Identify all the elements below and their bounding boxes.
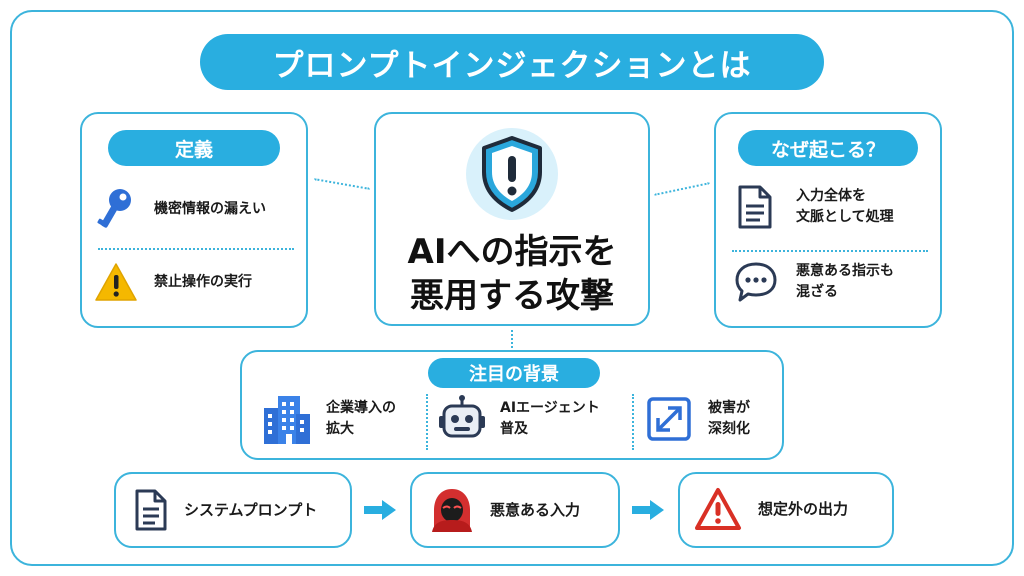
divider (632, 394, 634, 450)
why-item-line: 入力全体を (796, 188, 866, 204)
why-heading: なぜ起こる？ (738, 130, 918, 166)
background-item-line: 被害が (708, 400, 750, 416)
definition-item-label: 機密情報の漏えい (154, 200, 266, 217)
chat-bubble-icon (734, 260, 778, 304)
background-item-damage: 被害が 深刻化 (646, 396, 750, 442)
document-icon (134, 488, 168, 532)
building-icon (260, 392, 312, 446)
background-item-line: 普及 (500, 421, 528, 437)
arrow-right-icon (362, 498, 398, 522)
center-line-1: AIへの指示を (407, 232, 617, 272)
definition-card: 定義 機密情報の漏えい 禁止操作の実行 (80, 112, 308, 328)
why-item-line: 悪意ある指示も (796, 263, 894, 279)
flow-step-unexpected-output: 想定外の出力 (678, 472, 894, 548)
background-item-line: 拡大 (326, 421, 354, 437)
background-card: 注目の背景 企業導入の 拡大 (240, 350, 784, 460)
background-item-enterprise: 企業導入の 拡大 (260, 392, 396, 446)
key-icon (96, 186, 138, 232)
expand-icon (646, 396, 692, 442)
background-item-line: AIエージェント (500, 400, 600, 416)
background-item-line: 企業導入の (326, 400, 396, 416)
flow-step-label: システムプロンプト (184, 500, 318, 519)
warning-icon (94, 260, 138, 304)
definition-heading: 定義 (108, 130, 280, 166)
definition-item-forbidden: 禁止操作の実行 (94, 260, 252, 304)
why-card: なぜ起こる？ 入力全体を 文脈として処理 悪意 (714, 112, 942, 328)
page-title: プロンプトインジェクションとは (200, 34, 824, 90)
connector-bottom (511, 330, 513, 348)
why-item-context: 入力全体を 文脈として処理 (736, 184, 894, 230)
document-icon (736, 184, 774, 230)
center-line-2: 悪用する攻撃 (410, 276, 614, 316)
divider (98, 248, 294, 250)
flow-step-malicious-input: 悪意ある入力 (410, 472, 620, 548)
definition-item-leak: 機密情報の漏えい (96, 186, 266, 232)
definition-item-label: 禁止操作の実行 (154, 273, 252, 290)
background-item-agent: AIエージェント 普及 (438, 394, 600, 444)
divider (732, 250, 928, 252)
divider (426, 394, 428, 450)
warning-red-icon (694, 486, 742, 532)
center-card: AIへの指示を 悪用する攻撃 (374, 112, 650, 326)
shield-alert-icon (464, 126, 560, 222)
flow-step-label: 悪意ある入力 (490, 500, 581, 519)
arrow-right-icon (630, 498, 666, 522)
background-heading: 注目の背景 (428, 358, 600, 388)
robot-icon (438, 394, 486, 444)
hooded-attacker-icon (428, 486, 476, 534)
background-item-line: 深刻化 (708, 421, 750, 437)
why-item-mixed: 悪意ある指示も 混ざる (734, 260, 894, 304)
why-item-line: 文脈として処理 (796, 209, 894, 225)
flow-step-label: 想定外の出力 (758, 499, 849, 518)
flow-step-system-prompt: システムプロンプト (114, 472, 352, 548)
why-item-line: 混ざる (796, 284, 838, 300)
